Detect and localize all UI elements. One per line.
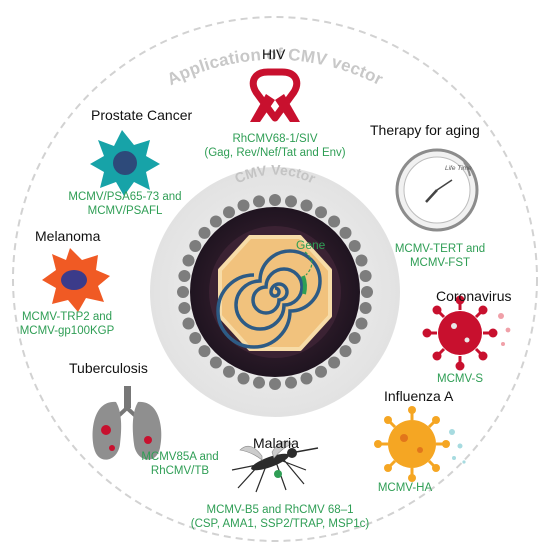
glycoprotein-bead bbox=[355, 254, 368, 267]
glycoprotein-bead bbox=[182, 317, 195, 330]
glycoprotein-bead bbox=[189, 332, 202, 344]
glycoprotein-bead bbox=[189, 240, 202, 252]
melanoma-vector-label: MCMV-TRP2 and MCMV-gp100KGP bbox=[12, 310, 122, 338]
influenza-vector-line-1: MCMV-HA bbox=[377, 482, 433, 494]
coronavirus-label: Coronavirus bbox=[436, 288, 512, 304]
lungs-icon bbox=[92, 386, 162, 460]
tuberculosis-label: Tuberculosis bbox=[69, 360, 148, 376]
glycoprotein-bead bbox=[359, 270, 372, 282]
melanoma-cell-icon bbox=[42, 248, 110, 312]
hiv-label: HIV bbox=[262, 46, 286, 62]
melanoma-vector-line-1: MCMV-TRP2 and bbox=[21, 311, 113, 323]
aging-label: Therapy for aging bbox=[370, 122, 480, 138]
aging-vector-line-1: MCMV-TERT and bbox=[394, 243, 486, 255]
glycoprotein-bead bbox=[209, 356, 222, 369]
glycoprotein-bead bbox=[237, 199, 250, 212]
glycoprotein-bead bbox=[328, 356, 341, 369]
glycoprotein-bead bbox=[285, 195, 297, 208]
glycoprotein-bead bbox=[177, 286, 189, 298]
glycoprotein-bead bbox=[253, 376, 265, 389]
influenza-label: Influenza A bbox=[384, 388, 454, 404]
cmv-virion: CMV Vector Gene bbox=[150, 162, 400, 417]
mosquito-icon bbox=[231, 441, 319, 493]
hiv-vector-label: RhCMV68-1/SIV (Gag, Rev/Nef/Tat and Env) bbox=[200, 132, 350, 160]
malaria-vector-line-2: (CSP, AMA1, SSP2/TRAP, MSP1c) bbox=[190, 518, 370, 530]
envelope-glycoproteins bbox=[177, 194, 373, 390]
malaria-vector-line-1: MCMV-B5 and RhCMV 68–1 bbox=[206, 504, 354, 516]
hiv-vector-line-2: (Gag, Rev/Nef/Tat and Env) bbox=[204, 147, 346, 159]
capsid bbox=[218, 235, 332, 351]
glycoprotein-bead bbox=[300, 372, 313, 385]
glycoprotein-bead bbox=[178, 270, 191, 282]
glycoprotein-bead bbox=[339, 226, 352, 239]
coronavirus-vector-label: MCMV-S bbox=[420, 372, 500, 386]
glycoprotein-bead bbox=[253, 195, 265, 208]
glycoprotein-bead bbox=[237, 372, 250, 385]
tuberculosis-vector-line-1: MCMV85A and bbox=[141, 451, 219, 463]
glycoprotein-bead bbox=[223, 206, 235, 219]
clock-text: Life Time bbox=[445, 165, 472, 172]
genome-spiral bbox=[216, 249, 322, 349]
gene-insert bbox=[301, 275, 307, 295]
tuberculosis-vector-line-2: RhCMV/TB bbox=[150, 465, 210, 477]
melanoma-label: Melanoma bbox=[35, 228, 101, 244]
clock-icon: Life Time bbox=[395, 148, 479, 232]
influenza-vector-label: MCMV-HA bbox=[365, 481, 445, 495]
glycoprotein-bead bbox=[315, 365, 327, 378]
glycoprotein-bead bbox=[300, 199, 313, 212]
malaria-vector-label: MCMV-B5 and RhCMV 68–1 (CSP, AMA1, SSP2/… bbox=[185, 503, 375, 531]
glycoprotein-bead bbox=[339, 345, 352, 358]
gene-pointer bbox=[304, 251, 313, 276]
influenza-virus-icon bbox=[374, 406, 466, 482]
glycoprotein-bead bbox=[315, 206, 327, 219]
coronavirus-icon bbox=[422, 295, 511, 371]
glycoprotein-bead bbox=[223, 365, 235, 378]
glycoprotein-bead bbox=[361, 286, 373, 298]
red-ribbon-icon bbox=[249, 68, 301, 122]
melanoma-vector-line-2: MCMV-gp100KGP bbox=[19, 325, 115, 337]
glycoprotein-bead bbox=[198, 226, 211, 239]
glycoprotein-bead bbox=[269, 378, 281, 390]
cancer-cell-icon bbox=[90, 130, 160, 196]
prostate-vector-line-2: MCMV/PSAFL bbox=[87, 205, 163, 217]
glycoprotein-bead bbox=[355, 317, 368, 330]
glycoprotein-bead bbox=[269, 194, 281, 206]
aging-vector-line-2: MCMV-FST bbox=[409, 257, 471, 269]
tuberculosis-vector-label: MCMV85A and RhCMV/TB bbox=[135, 450, 225, 478]
glycoprotein-bead bbox=[198, 345, 211, 358]
glycoprotein-bead bbox=[178, 302, 191, 314]
glycoprotein-bead bbox=[209, 215, 222, 228]
outer-dashed-ring bbox=[12, 16, 538, 542]
glycoprotein-bead bbox=[348, 240, 361, 252]
hiv-vector-line-1: RhCMV68-1/SIV bbox=[232, 133, 318, 145]
glycoprotein-bead bbox=[348, 332, 361, 344]
prostate-cancer-label: Prostate Cancer bbox=[91, 107, 193, 123]
glycoprotein-bead bbox=[285, 376, 297, 389]
coronavirus-vector-line-1: MCMV-S bbox=[437, 373, 483, 385]
malaria-label: Malaria bbox=[253, 435, 299, 451]
glycoprotein-bead bbox=[359, 302, 372, 314]
prostate-vector-label: MCMV/PSA65-73 and MCMV/PSAFL bbox=[55, 190, 195, 218]
glycoprotein-bead bbox=[328, 215, 341, 228]
aging-vector-label: MCMV-TERT and MCMV-FST bbox=[380, 242, 500, 270]
prostate-vector-line-1: MCMV/PSA65-73 and bbox=[68, 191, 182, 203]
gene-label: Gene bbox=[296, 238, 326, 252]
glycoprotein-bead bbox=[182, 254, 195, 267]
